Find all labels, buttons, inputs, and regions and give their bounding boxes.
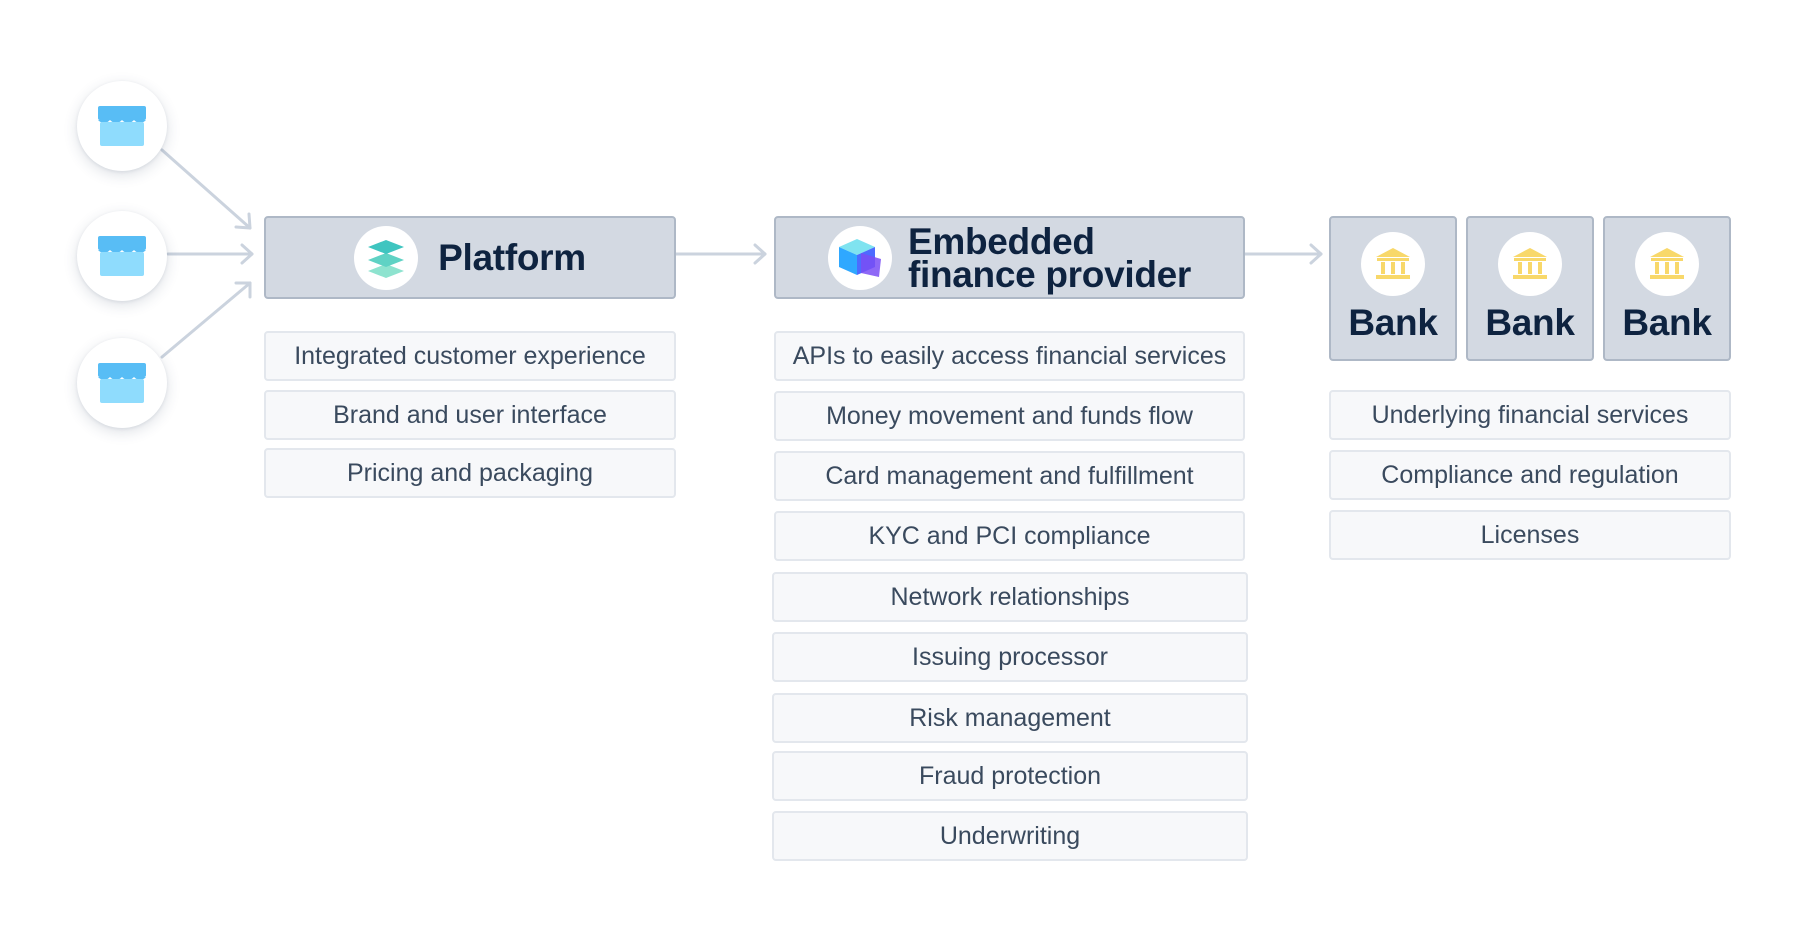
provider-logo [827, 225, 892, 290]
provider-item-6: Issuing processor [772, 632, 1248, 682]
store-circle-3 [77, 338, 167, 428]
bank-item-2: Compliance and regulation [1329, 450, 1731, 500]
bank-logo-1 [1361, 232, 1425, 296]
arrowhead-banks [1309, 243, 1323, 265]
cube-icon [838, 238, 881, 277]
arrowhead-store-1 [234, 212, 252, 230]
platform-header: Platform [264, 216, 676, 299]
platform-logo [354, 225, 419, 290]
storefront-icon [98, 363, 146, 403]
provider-title: Embedded finance provider [907, 220, 1192, 295]
provider-item-5: Network relationships [772, 572, 1248, 622]
bank-item-3: Licenses [1329, 510, 1731, 560]
platform-item-1: Integrated customer experience [264, 331, 676, 381]
provider-header: Embedded finance provider [774, 216, 1245, 299]
bank-logo-3 [1635, 232, 1699, 296]
bank-icon [1376, 248, 1410, 279]
bank-icon [1650, 248, 1684, 279]
provider-title-line-2: finance provider [907, 253, 1192, 295]
arrowhead-store-3 [234, 281, 252, 299]
storefront-icon [98, 236, 146, 276]
platform-title: Platform [438, 236, 586, 278]
platform-item-2: Brand and user interface [264, 390, 676, 440]
provider-item-8: Fraud protection [772, 751, 1248, 801]
provider-title-line-1: Embedded [907, 220, 1095, 262]
arrowhead-provider [753, 243, 767, 265]
bank-icon [1513, 248, 1547, 279]
storefront-icon [98, 106, 146, 146]
platform-item-3: Pricing and packaging [264, 448, 676, 498]
bank-box-3: Bank [1603, 216, 1731, 361]
layers-icon [368, 239, 405, 278]
arrow-store-3-platform [160, 281, 252, 359]
bank-label-2: Bank [1485, 302, 1575, 343]
provider-item-4: KYC and PCI compliance [774, 511, 1245, 561]
bank-box-1: Bank [1329, 216, 1457, 361]
bank-item-1: Underlying financial services [1329, 390, 1731, 440]
arrowhead-store-2 [240, 243, 254, 265]
store-circle-1 [77, 81, 167, 171]
bank-label-3: Bank [1622, 302, 1712, 343]
provider-item-7: Risk management [772, 693, 1248, 743]
bank-label-1: Bank [1348, 302, 1438, 343]
arrow-store-1-platform [160, 148, 252, 230]
provider-item-3: Card management and fulfillment [774, 451, 1245, 501]
provider-item-2: Money movement and funds flow [774, 391, 1245, 441]
bank-logo-2 [1498, 232, 1562, 296]
provider-item-9: Underwriting [772, 811, 1248, 861]
provider-item-1: APIs to easily access financial services [774, 331, 1245, 381]
store-circle-2 [77, 211, 167, 301]
bank-box-2: Bank [1466, 216, 1594, 361]
